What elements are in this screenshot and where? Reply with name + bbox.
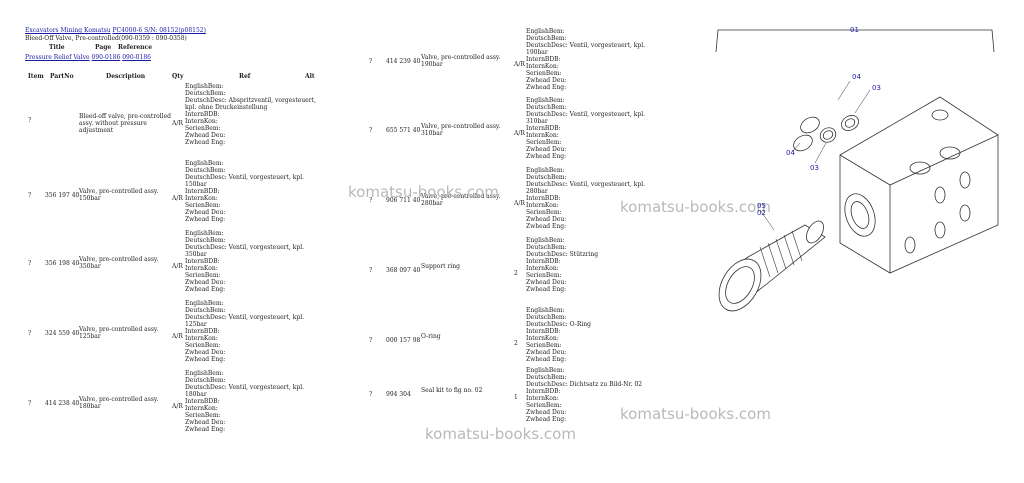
part-quantity: 2: [514, 340, 518, 347]
part-description: Valve, pre-controlled assy. 280bar: [421, 193, 501, 207]
col-qty: Qty: [172, 73, 184, 80]
col-item: Item: [28, 73, 44, 80]
col-ref: Ref: [239, 73, 251, 80]
part-ref-fields: EnglishBem: DeutschBem: DeutschDesc: Ven…: [185, 160, 305, 223]
part-ref-fields: EnglishBem: DeutschBem: DeutschDesc: Ven…: [185, 300, 305, 363]
part-quantity: 2: [514, 270, 518, 277]
item-number: ?: [28, 260, 32, 267]
o-ring-part: [800, 116, 820, 134]
part-description: Support ring: [421, 263, 460, 270]
part-ref-fields: EnglishBem: DeutschBem: DeutschDesc: Ven…: [185, 230, 305, 293]
item-number: ?: [28, 117, 32, 124]
part-ref-fields: EnglishBem: DeutschBem: DeutschDesc: Dic…: [526, 367, 643, 423]
ref-page-header: Page: [95, 44, 112, 51]
part-quantity: A/R: [172, 403, 183, 410]
assembly-bracket: [715, 29, 995, 53]
part-number: 994 304: [386, 391, 411, 398]
item-number: ?: [28, 400, 32, 407]
item-number: ?: [369, 267, 373, 274]
watermark: komatsu-books.com: [620, 405, 771, 423]
part-quantity: A/R: [172, 333, 183, 340]
valve-block: [839, 96, 999, 274]
col-alt: Alt: [305, 73, 315, 80]
part-ref-fields: EnglishBem: DeutschBem: DeutschDesc: Ven…: [185, 370, 305, 433]
o-ring-part: [793, 134, 813, 152]
col-description: Description: [106, 73, 146, 80]
part-description: Bleed-off valve, pre-controlled assy. wi…: [79, 113, 171, 134]
callout-04: 04: [852, 73, 861, 81]
page-header: Excavators Mining Komatsu PC4000-6 S/N: …: [25, 27, 206, 43]
part-description: Valve, pre-controlled assy. 125bar: [79, 326, 159, 340]
item-number: ?: [369, 58, 373, 65]
cartridge-valve: [718, 220, 826, 312]
section-title: Bleed-Off Valve, Pre-controlled(090-0359…: [25, 35, 187, 42]
part-number: 906 711 40: [386, 197, 421, 204]
item-number: ?: [369, 337, 373, 344]
col-partno: PartNo: [50, 73, 74, 80]
part-quantity: 1: [514, 394, 518, 401]
part-quantity: A/R: [514, 200, 525, 207]
exploded-view-diagram: 01 04 03 04 03 05 02: [715, 26, 999, 312]
callout-03: 03: [872, 84, 881, 92]
callout-04: 04: [786, 149, 795, 157]
part-number: 356 198 40: [45, 260, 80, 267]
breadcrumb-link-category[interactable]: Excavators Mining Komatsu: [25, 27, 111, 34]
watermark: komatsu-books.com: [425, 425, 576, 443]
ref-reference-header: Reference: [118, 44, 153, 51]
part-ref-fields: EnglishBem: DeutschBem: DeutschDesc: Ven…: [526, 167, 646, 230]
part-ref-fields: EnglishBem: DeutschBem: DeutschDesc: O-R…: [526, 307, 591, 363]
support-ring-part: [841, 115, 859, 131]
ref-title-link[interactable]: Pressure Relief Valve: [25, 54, 90, 61]
part-description: Valve, pre-controlled assy. 190bar: [421, 54, 501, 68]
part-description: Valve, pre-controlled assy. 150bar: [79, 188, 159, 202]
part-description: O-ring: [421, 333, 441, 340]
part-number: 324 559 40: [45, 330, 80, 337]
callout-05: 05: [757, 202, 766, 210]
callout-01: 01: [850, 26, 859, 34]
part-ref-fields: EnglishBem: DeutschBem: DeutschDesc: Abs…: [185, 83, 316, 146]
part-quantity: A/R: [172, 120, 183, 127]
callout-03: 03: [810, 164, 819, 172]
watermark: komatsu-books.com: [348, 183, 499, 201]
item-number: ?: [28, 192, 32, 199]
ref-page-link[interactable]: 090-0186: [91, 54, 121, 61]
part-quantity: A/R: [172, 263, 183, 270]
part-quantity: A/R: [514, 61, 525, 68]
part-description: Valve, pre-controlled assy. 180bar: [79, 396, 159, 410]
part-quantity: A/R: [514, 130, 525, 137]
part-number: 655 571 40: [386, 127, 421, 134]
item-number: ?: [28, 330, 32, 337]
callout-02: 02: [757, 209, 766, 217]
breadcrumb: Excavators Mining Komatsu PC4000-6 S/N: …: [25, 27, 206, 35]
reference-row: Pressure Relief Valve 090-0186 090-0186: [25, 54, 151, 61]
ref-title-header: Title: [49, 44, 65, 51]
item-number: ?: [369, 391, 373, 398]
part-description: Valve, pre-controlled assy. 350bar: [79, 256, 159, 270]
ref-reference-link[interactable]: 090-0186: [122, 54, 151, 61]
watermark: komatsu-books.com: [620, 198, 771, 216]
breadcrumb-link-model[interactable]: PC4000-6 S/N: 08152(p08152): [112, 27, 206, 34]
item-number: ?: [369, 197, 373, 204]
part-description: Valve, pre-controlled assy. 310bar: [421, 123, 501, 137]
support-ring-part: [819, 127, 837, 143]
part-ref-fields: EnglishBem: DeutschBem: DeutschDesc: Stü…: [526, 237, 599, 293]
part-number: 414 238 40: [45, 400, 80, 407]
part-number: 368 097 40: [386, 267, 421, 274]
part-ref-fields: EnglishBem: DeutschBem: DeutschDesc: Ven…: [526, 97, 646, 160]
part-number: 356 197 40: [45, 192, 80, 199]
part-description: Seal kit to fig no. 02: [421, 387, 483, 394]
part-quantity: A/R: [172, 195, 183, 202]
part-number: 414 239 40: [386, 58, 421, 65]
item-number: ?: [369, 127, 373, 134]
part-ref-fields: EnglishBem: DeutschBem: DeutschDesc: Ven…: [526, 28, 646, 91]
part-number: 000 157 98: [386, 337, 421, 344]
